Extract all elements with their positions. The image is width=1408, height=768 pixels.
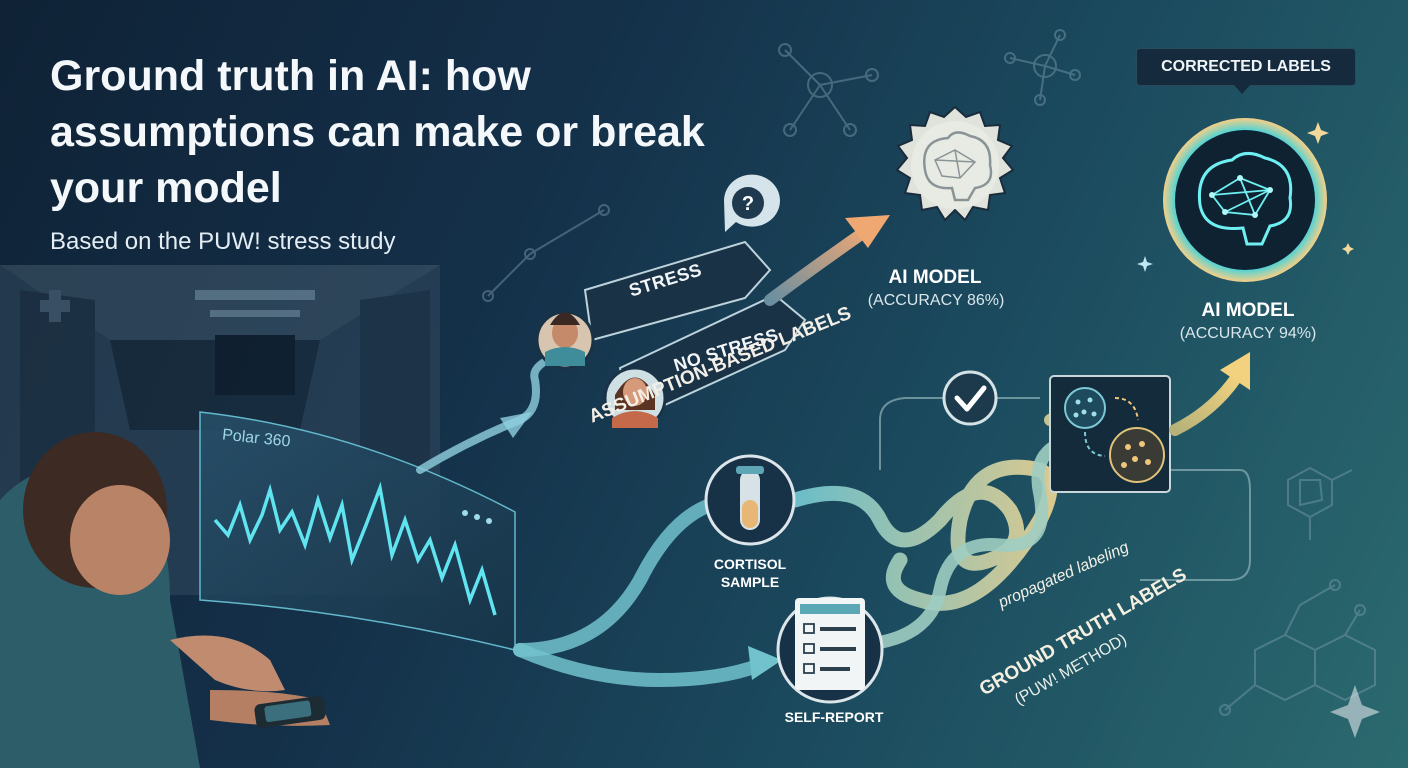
smartwatch-icon — [254, 696, 326, 728]
sparkle-icon — [1137, 122, 1354, 272]
path-to-self-report — [513, 643, 767, 688]
model-assumption-accuracy: (ACCURACY 86%) — [867, 292, 1005, 309]
heart-rate-screen — [199, 411, 516, 651]
self-report-label: SELF-REPORT — [784, 709, 884, 725]
stressed-person-avatar — [535, 310, 595, 370]
ground-truth-arrowhead — [1220, 352, 1250, 390]
path-to-cortisol — [513, 498, 717, 657]
page-title: Ground truth in AI: how assumptions can … — [50, 52, 705, 212]
label-clustering-panel — [1049, 375, 1171, 493]
heart-rate-waveform — [213, 481, 497, 616]
calm-person-avatar — [603, 366, 667, 430]
model-assumption-name: AI MODEL — [888, 267, 982, 288]
page-subtitle: Based on the PUW! stress study — [50, 228, 396, 255]
test-tube-icon — [704, 454, 796, 546]
question-icon: ? — [724, 174, 780, 232]
brain-icon-corrected — [1163, 118, 1327, 282]
ground-truth-arrow — [1169, 369, 1244, 436]
molecule-icon — [482, 29, 1376, 716]
tangled-label-path-2 — [853, 433, 1077, 652]
assumption-arrowhead — [845, 215, 890, 248]
check-icon — [942, 370, 998, 426]
corrected-labels-tag: CORRECTED LABELS — [1136, 48, 1356, 86]
flow-arrow-to-labels — [416, 351, 564, 474]
brain-icon-assumption — [895, 105, 1015, 222]
star-sparkle-icon — [1330, 685, 1380, 738]
flow-arrowhead — [500, 412, 532, 438]
cortisol-sample-label: CORTISOL SAMPLE — [713, 556, 787, 590]
model-corrected-name: AI MODEL — [1201, 300, 1295, 321]
assumption-arrow — [764, 222, 876, 306]
hallway-background — [0, 265, 440, 595]
svg-text:?: ? — [742, 193, 754, 215]
tangled-label-path — [787, 459, 1058, 611]
ground-truth-bracket — [879, 397, 1251, 581]
corrected-labels-tag-tail — [1233, 84, 1251, 94]
self-report-arrowhead — [748, 646, 782, 680]
checklist-icon — [776, 596, 884, 704]
model-corrected-accuracy: (ACCURACY 94%) — [1179, 325, 1317, 342]
